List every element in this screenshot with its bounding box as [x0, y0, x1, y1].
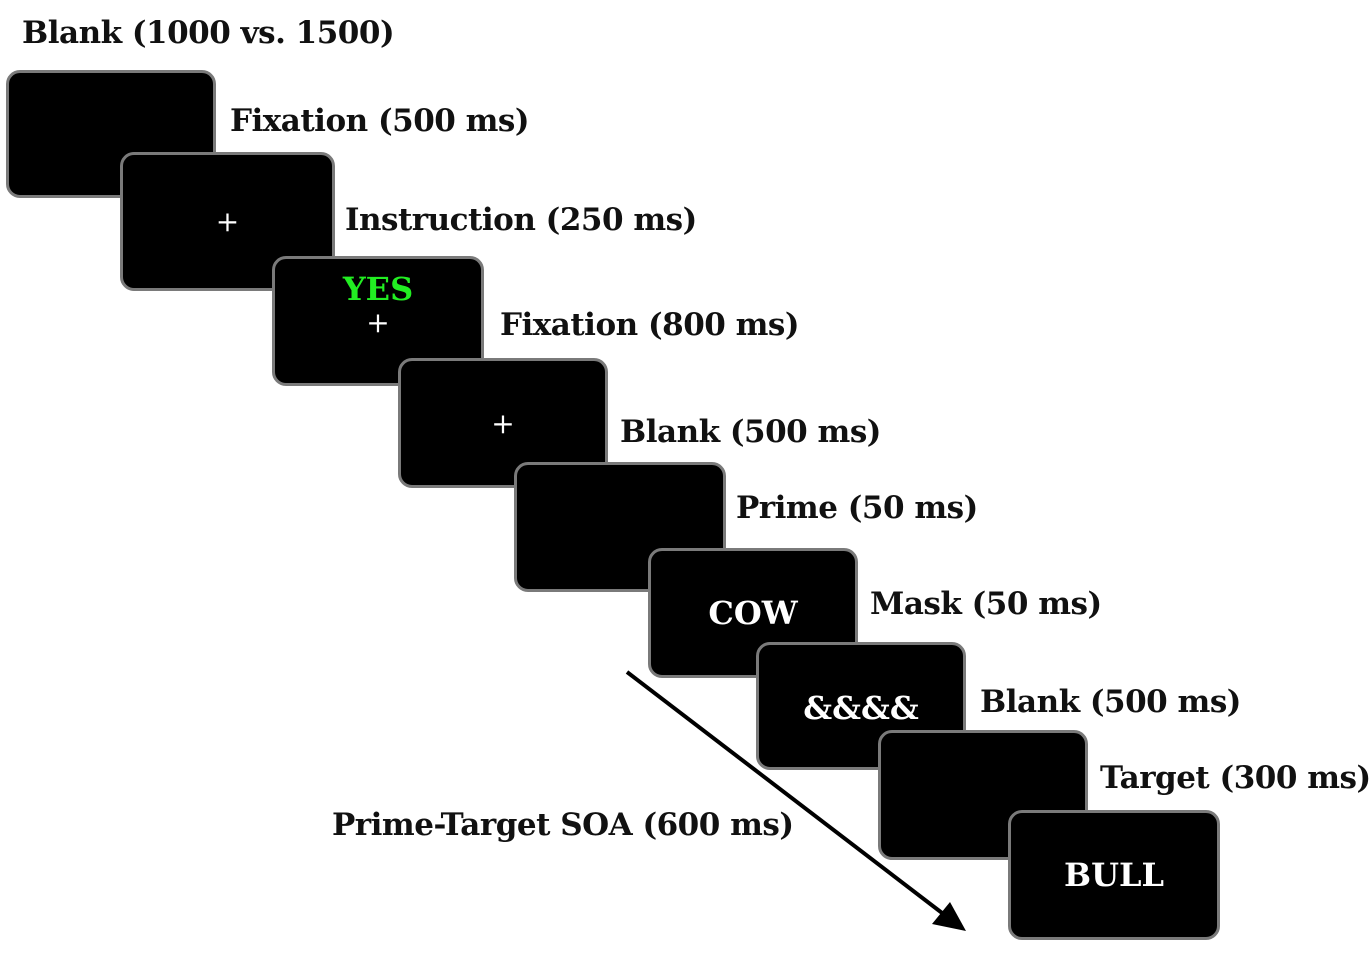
step-label-target: Target (300 ms) [1100, 760, 1371, 796]
instruction-word: YES [342, 269, 414, 308]
screen-fixation-800: + [398, 358, 608, 488]
step-label-blank-500b: Blank (500 ms) [980, 684, 1241, 720]
step-label-instruction: Instruction (250 ms) [345, 202, 697, 238]
mask-string: &&&& [803, 689, 919, 728]
step-label-fixation-800: Fixation (800 ms) [500, 307, 800, 343]
step-label-blank-500a: Blank (500 ms) [620, 414, 881, 450]
fixation-cross: + [366, 306, 390, 340]
screen-blank-initial [6, 70, 216, 198]
screen-target: BULL [1008, 810, 1220, 940]
screen-fixation-500: + [120, 152, 335, 291]
soa-arrow-head [932, 902, 966, 931]
fixation-cross: + [215, 204, 240, 238]
target-word: BULL [1064, 856, 1164, 894]
step-label-blank-initial: Blank (1000 vs. 1500) [22, 15, 395, 51]
fixation-cross: + [491, 407, 515, 441]
step-label-mask: Mask (50 ms) [870, 586, 1102, 622]
soa-label: Prime-Target SOA (600 ms) [332, 807, 794, 843]
prime-word: COW [708, 594, 798, 632]
step-label-prime: Prime (50 ms) [736, 490, 978, 526]
step-label-fixation-500: Fixation (500 ms) [230, 103, 530, 139]
